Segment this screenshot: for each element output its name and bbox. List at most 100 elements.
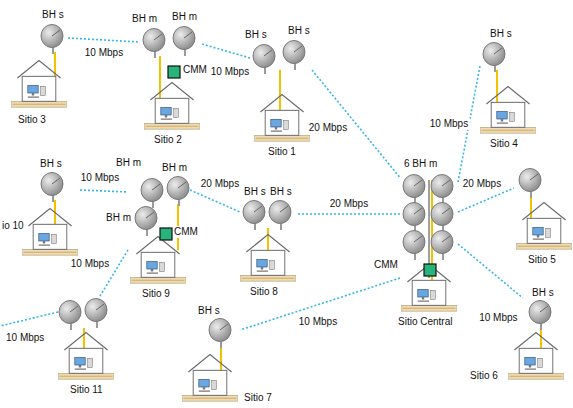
annotation-label: CMM: [183, 64, 207, 76]
annotation-label: CMM: [174, 226, 198, 238]
annotation-label: CMM: [374, 259, 398, 271]
backhaul-link: [458, 188, 514, 212]
antenna-dish: [403, 231, 425, 261]
annotation-label: BH s: [244, 186, 266, 198]
antenna-dish: [209, 319, 231, 349]
backhaul-link: [298, 213, 400, 215]
site-node: Sitio 4: [480, 40, 536, 136]
site-name: Sitio 2: [154, 134, 182, 146]
antenna-dish: [431, 203, 453, 233]
cmm-box: [160, 228, 172, 240]
site-name: Sitio 6: [470, 370, 498, 382]
offpage-link: [0, 312, 58, 326]
site-node: Sitio 2: [140, 26, 202, 132]
cable: [83, 328, 85, 348]
site-house: [11, 61, 67, 108]
cmm-box: [424, 264, 436, 276]
site-house: [130, 237, 186, 284]
antenna-dish: [143, 29, 165, 59]
site-name: io 10: [2, 220, 24, 232]
site-name: Sitio 11: [70, 384, 103, 396]
antenna-dish: [483, 43, 505, 73]
site-node: Sitio 5: [514, 168, 572, 252]
site-house: [480, 87, 536, 134]
annotation-label: BH s: [532, 287, 554, 299]
site-node: Sitio 3: [10, 22, 68, 112]
site-name: Sitio 5: [528, 254, 556, 266]
antenna-dish: [403, 175, 425, 205]
annotation-label: BH m: [172, 11, 197, 23]
antenna-dish: [431, 231, 453, 261]
antenna-dish: [85, 299, 107, 329]
backhaul-link: [202, 44, 250, 58]
site-house: [401, 265, 457, 312]
cmm-boxes: [160, 66, 436, 276]
cable: [279, 70, 281, 110]
site-name: Sitio 8: [250, 286, 278, 298]
annotation-label: BH s: [490, 28, 512, 40]
antenna-dish: [529, 301, 551, 331]
antenna-dish: [41, 173, 63, 203]
site-house: [240, 235, 296, 282]
site-house: [58, 333, 114, 380]
annotation-label: BH s: [40, 158, 62, 170]
site-name: Sitio 1: [268, 146, 296, 158]
site-house: [182, 355, 238, 402]
site-name: Sitio 9: [142, 288, 170, 300]
annotation-label: 6 BH m: [404, 158, 437, 170]
houses: [11, 61, 572, 402]
antenna-dish: [243, 201, 265, 231]
site-name: Sitio 7: [244, 392, 272, 404]
backhaul-link: [190, 190, 240, 212]
antenna-dish: [135, 207, 157, 237]
antenna-dish: [253, 45, 275, 75]
antenna-dish: [431, 175, 453, 205]
backhaul-link: [80, 190, 128, 192]
annotation-label: BH m: [106, 212, 131, 224]
bandwidth-label: 10 Mbps: [209, 66, 251, 78]
site-name: Sitio Central: [398, 316, 452, 328]
bandwidth-label: 10 Mbps: [477, 312, 519, 324]
backhaul-link: [68, 38, 140, 42]
site-node: Sitio 11: [56, 296, 116, 382]
bandwidth-label: 20 Mbps: [307, 122, 349, 134]
dishes: [41, 25, 551, 349]
site-house: [516, 203, 572, 250]
annotation-label: BH s: [288, 25, 310, 37]
annotation-label: BH m: [132, 13, 157, 25]
antenna-dish: [403, 203, 425, 233]
bandwidth-label: 10 Mbps: [83, 47, 125, 59]
backhaul-link: [240, 278, 400, 330]
bandwidth-label: 10 Mbps: [79, 172, 121, 184]
annotation-label: BH m: [162, 162, 187, 174]
site-name: Sitio 4: [490, 138, 518, 150]
backhaul-link: [458, 244, 523, 298]
annotation-label: BH s: [42, 9, 64, 21]
site-node: Sitio 1: [250, 40, 312, 144]
backhaul-link: [100, 250, 128, 296]
antenna-dish: [167, 177, 189, 207]
site-house: [254, 95, 310, 142]
site-node: Sitio 7: [180, 316, 240, 404]
antenna-dish: [41, 25, 63, 55]
bandwidth-label: 10 Mbps: [428, 118, 470, 130]
site-house: [144, 83, 200, 130]
site-house: [22, 209, 78, 256]
annotation-label: 10 Mbps: [6, 332, 44, 344]
bandwidth-label: 10 Mbps: [69, 258, 111, 270]
annotation-label: BH s: [198, 305, 220, 317]
cable: [220, 346, 222, 370]
cable: [267, 228, 269, 250]
antenna-dish: [283, 41, 305, 71]
site-node: Sitio 6: [506, 298, 566, 382]
annotation-label: BH m: [116, 157, 141, 169]
mast: [428, 180, 430, 278]
bandwidth-label: 20 Mbps: [461, 178, 503, 190]
site-node: Sitio Central: [400, 172, 458, 330]
cable: [540, 328, 542, 348]
bandwidth-label: 20 Mbps: [328, 198, 370, 210]
antenna-dish: [519, 169, 541, 199]
